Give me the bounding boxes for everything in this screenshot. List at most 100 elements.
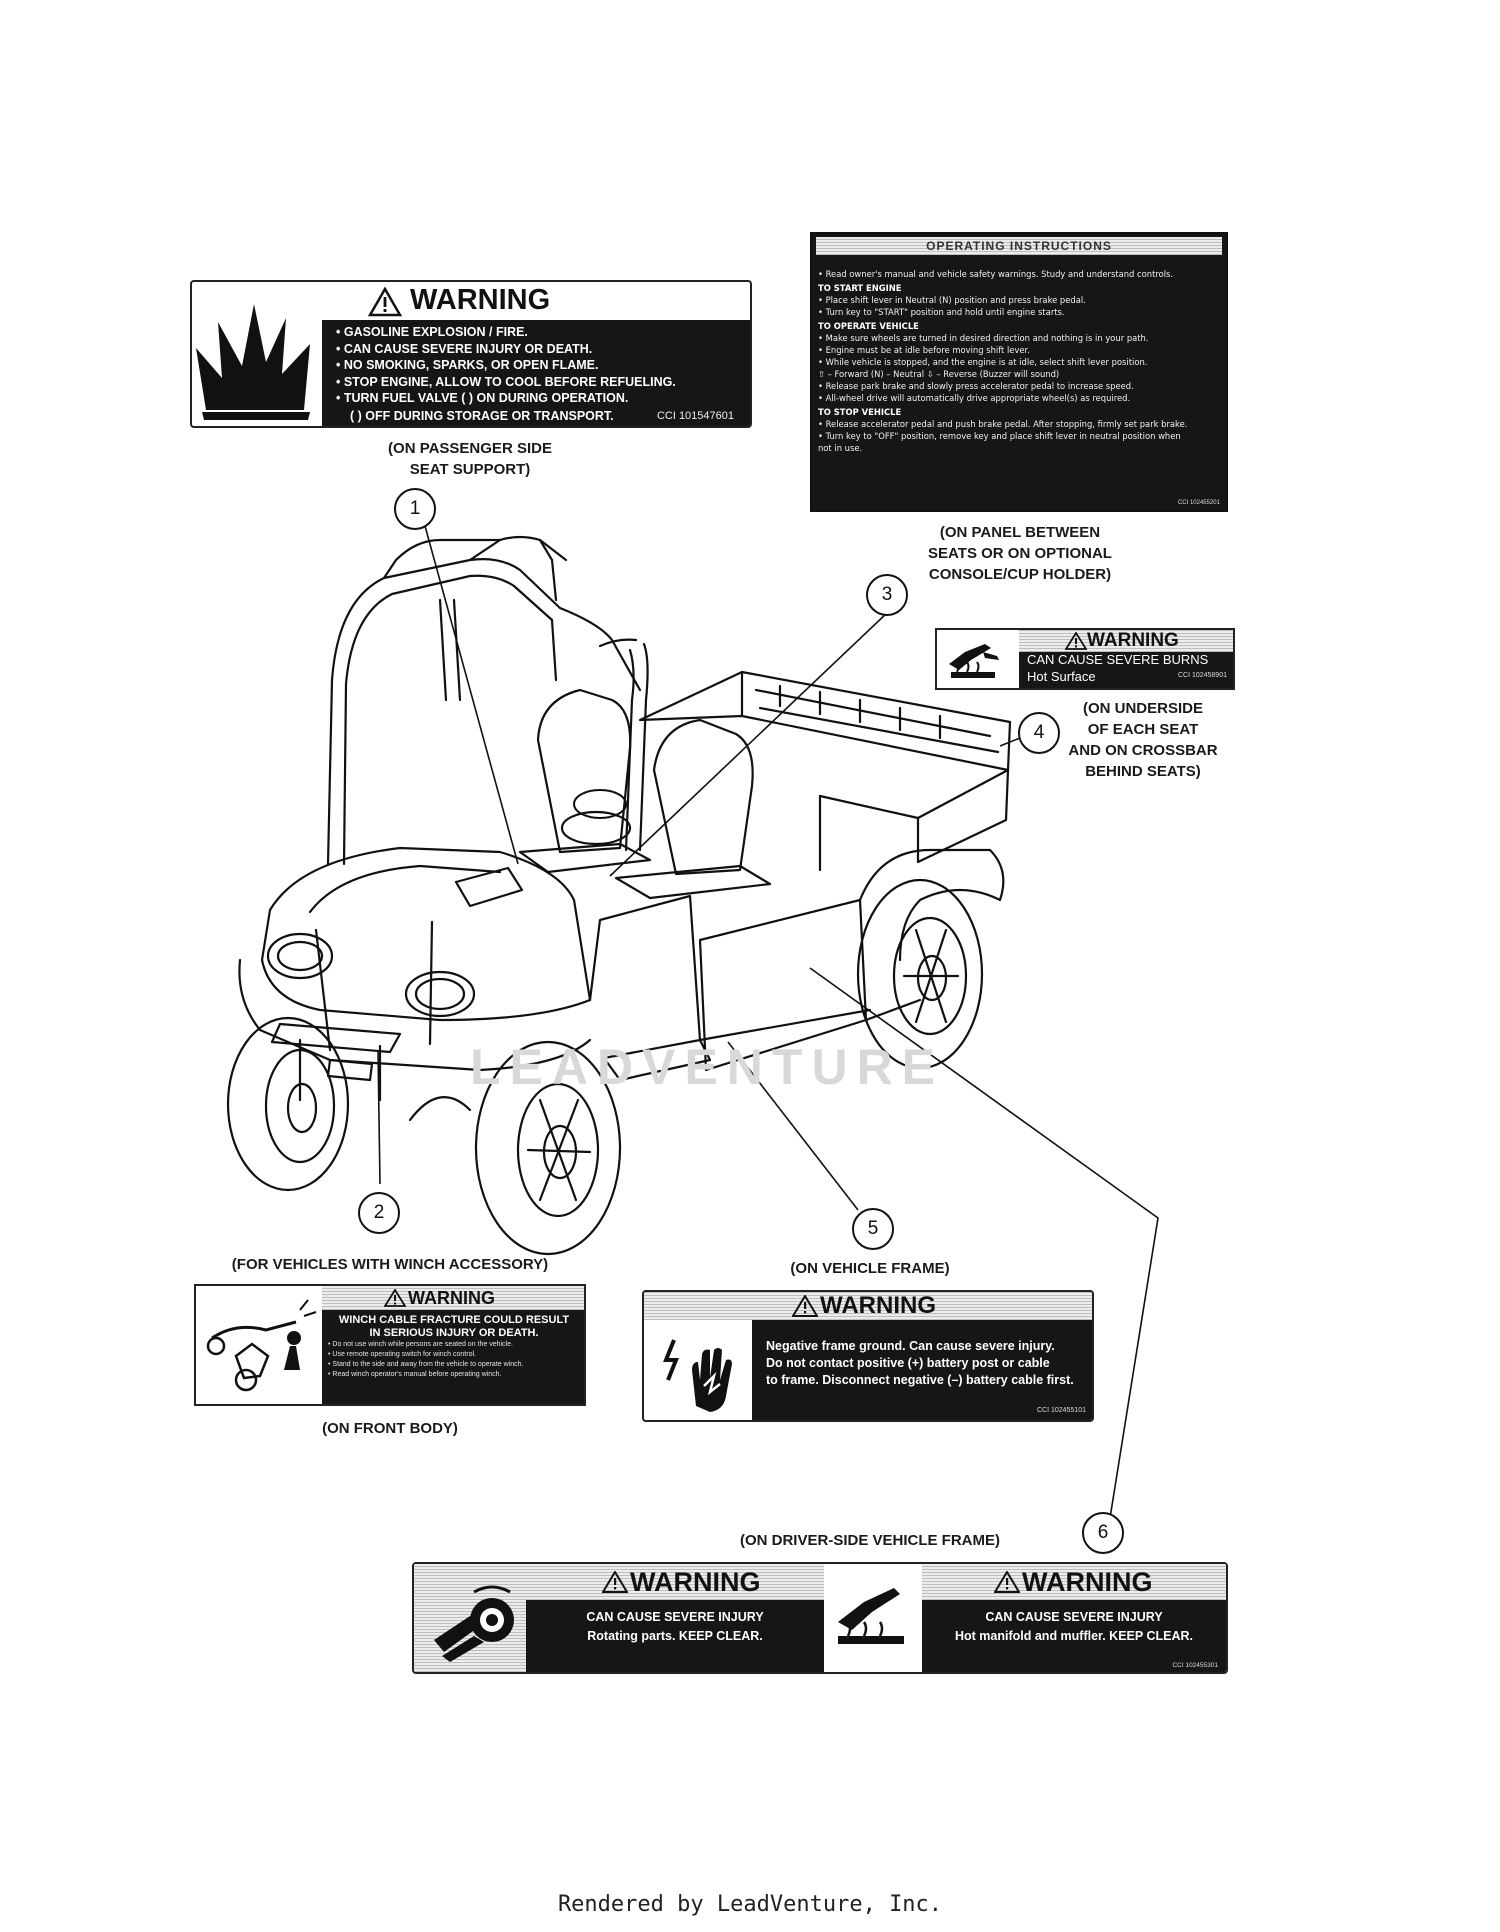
label-5-battery-warning: WARNING Negative frame ground. Can cause…	[642, 1290, 1094, 1422]
hot-manifold-icon	[838, 1588, 904, 1644]
callout-3: 3	[866, 574, 908, 616]
label-3-line: • Release accelerator pedal and push bra…	[818, 419, 1188, 429]
label-4-header: WARNING	[1019, 630, 1233, 652]
label-2-header: WARNING	[322, 1286, 584, 1310]
rear-wheel	[856, 878, 984, 1070]
warning-header: WARNING	[322, 282, 750, 320]
label-6-right-line2: Hot manifold and muffler. KEEP CLEAR.	[955, 1629, 1193, 1643]
hot-surface-graphic	[937, 630, 1017, 688]
label-4-hot-surface: WARNING CAN CAUSE SEVERE BURNS Hot Surfa…	[935, 628, 1235, 690]
label-3-line: • While vehicle is stopped, and the engi…	[818, 357, 1148, 367]
label-5-line: Do not contact positive (+) battery post…	[766, 1356, 1050, 1370]
warning-triangle-icon	[994, 1571, 1020, 1593]
hot-manifold-graphic	[824, 1564, 922, 1672]
label-6-left-text-panel: CAN CAUSE SEVERE INJURY Rotating parts. …	[526, 1600, 824, 1672]
label-3-line: TO STOP VEHICLE	[818, 407, 902, 417]
caption-line: AND ON CROSSBAR	[1068, 742, 1218, 759]
label-6-right-title: WARNING	[1022, 1567, 1153, 1597]
label-6-caption: (ON DRIVER-SIDE VEHICLE FRAME)	[739, 1532, 1000, 1549]
label-6-right-text-panel: CAN CAUSE SEVERE INJURY Hot manifold and…	[922, 1600, 1226, 1672]
label-1-caption: (ON PASSENGER SIDE SEAT SUPPORT)	[340, 438, 600, 480]
label-6-right-code: CCI 102455301	[1172, 1662, 1218, 1669]
label-5-caption: (ON VEHICLE FRAME)	[790, 1260, 950, 1277]
label-1-line: • GASOLINE EXPLOSION / FIRE.	[336, 325, 528, 339]
caption-line: BEHIND SEATS)	[1085, 763, 1201, 780]
rear-hidden-wheel	[408, 1096, 472, 1122]
label-2-caption-bottom: (ON FRONT BODY)	[322, 1420, 458, 1437]
label-1-line: • TURN FUEL VALVE ( ) ON DURING OPERATIO…	[336, 391, 629, 405]
label-3-line: • All-wheel drive will automatically dri…	[818, 393, 1131, 403]
label-4-caption: (ON UNDERSIDE OF EACH SEAT AND ON CROSSB…	[1048, 698, 1238, 782]
footer-credit: Rendered by LeadVenture, Inc.	[557, 1892, 943, 1917]
label-3-line: • Read owner's manual and vehicle safety…	[818, 269, 1174, 279]
label-5-line: to frame. Disconnect negative (–) batter…	[766, 1373, 1074, 1387]
rear-fender	[858, 848, 1005, 962]
caption-line: SEATS OR ON OPTIONAL	[928, 545, 1112, 562]
front-left-wheel	[226, 1016, 350, 1192]
warning-triangle-icon	[1065, 632, 1087, 650]
label-1-text-panel: • GASOLINE EXPLOSION / FIRE. • CAN CAUSE…	[322, 320, 750, 426]
front-right-wheel	[474, 1040, 622, 1256]
explosion-graphic	[192, 282, 322, 426]
label-6-left-line2: Rotating parts. KEEP CLEAR.	[587, 1629, 763, 1643]
label-2-line: • Read winch operator's manual before op…	[328, 1371, 502, 1378]
electric-shock-hand-icon	[663, 1339, 732, 1412]
watermark: LEADVENTURE	[470, 1039, 945, 1095]
seats	[518, 688, 772, 900]
rotating-parts-graphic	[414, 1564, 526, 1672]
label-3-title-bar: OPERATING INSTRUCTIONS	[816, 237, 1222, 255]
label-3-line: ⇧ – Forward (N) – Neutral ⇩ – Reverse (B…	[818, 369, 1060, 379]
callout-4: 4	[1018, 712, 1060, 754]
label-3-line: • Release park brake and slowly press ac…	[818, 381, 1134, 391]
label-1-line: • CAN CAUSE SEVERE INJURY OR DEATH.	[336, 341, 593, 356]
label-2-title: WARNING	[408, 1288, 495, 1308]
callout-1: 1	[394, 488, 436, 530]
roll-bar	[326, 535, 649, 866]
label-3-line: TO START ENGINE	[818, 283, 902, 293]
label-6-left-title: WARNING	[630, 1567, 761, 1597]
label-3-line: • Turn key to "START" position and hold …	[818, 307, 1065, 317]
caption-line: (ON UNDERSIDE	[1082, 700, 1203, 717]
winch-graphic	[196, 1286, 322, 1404]
warning-triangle-icon	[384, 1289, 406, 1307]
winch-hazard-icon	[206, 1299, 317, 1392]
front-body	[238, 846, 702, 1072]
label-6-left-header: WARNING	[526, 1564, 824, 1600]
hot-surface-icon	[949, 644, 999, 678]
steering-wheel	[573, 789, 627, 819]
rotating-parts-icon	[434, 1585, 514, 1662]
label-3-line: • Make sure wheels are turned in desired…	[818, 333, 1149, 343]
label-3-line: • Place shift lever in Neutral (N) posit…	[818, 295, 1086, 305]
label-6-right-line1: CAN CAUSE SEVERE INJURY	[985, 1610, 1163, 1624]
label-5-header: WARNING	[644, 1292, 1092, 1320]
caption-line: SEAT SUPPORT)	[409, 461, 531, 478]
label-2-text-panel: WINCH CABLE FRACTURE COULD RESULT IN SER…	[322, 1310, 584, 1404]
label-3-code: CCI 102455201	[1177, 500, 1220, 506]
label-1-gasoline-warning: WARNING • GASOLINE EXPLOSION / FIRE. • C…	[190, 280, 752, 428]
label-2-line: • Use remote operating switch for winch …	[328, 1351, 476, 1358]
label-6-left-line1: CAN CAUSE SEVERE INJURY	[586, 1610, 764, 1624]
label-2-caption-top: (FOR VEHICLES WITH WINCH ACCESSORY)	[231, 1256, 549, 1273]
label-5-line: Negative frame ground. Can cause severe …	[766, 1339, 1055, 1353]
label-2-line: • Stand to the side and away from the ve…	[328, 1361, 524, 1368]
callout-5: 5	[852, 1208, 894, 1250]
label-4-line2: Hot Surface	[1027, 669, 1096, 684]
label-3-line: TO OPERATE VEHICLE	[818, 321, 919, 331]
label-4-line1: CAN CAUSE SEVERE BURNS	[1027, 652, 1209, 667]
warning-triangle-icon	[792, 1295, 818, 1317]
label-3-caption: (ON PANEL BETWEEN SEATS OR ON OPTIONAL C…	[900, 522, 1140, 585]
callout-6: 6	[1082, 1512, 1124, 1554]
label-1-title: WARNING	[410, 284, 551, 316]
leader-lines	[377, 525, 1159, 1519]
label-5-code: CCI 102455101	[1036, 1407, 1086, 1414]
label-3-operating-instructions: OPERATING INSTRUCTIONS • Read owner's ma…	[810, 232, 1228, 512]
label-3-line: • Engine must be at idle before moving s…	[818, 345, 1030, 355]
caption-line: (ON PASSENGER SIDE	[388, 440, 552, 457]
warning-triangle-icon	[368, 287, 402, 317]
label-1-code: CCI 101547601	[656, 409, 734, 422]
warning-triangle-icon	[602, 1571, 628, 1593]
explosion-icon	[196, 304, 310, 420]
label-5-title: WARNING	[820, 1292, 936, 1319]
cargo-bed	[638, 670, 1012, 872]
